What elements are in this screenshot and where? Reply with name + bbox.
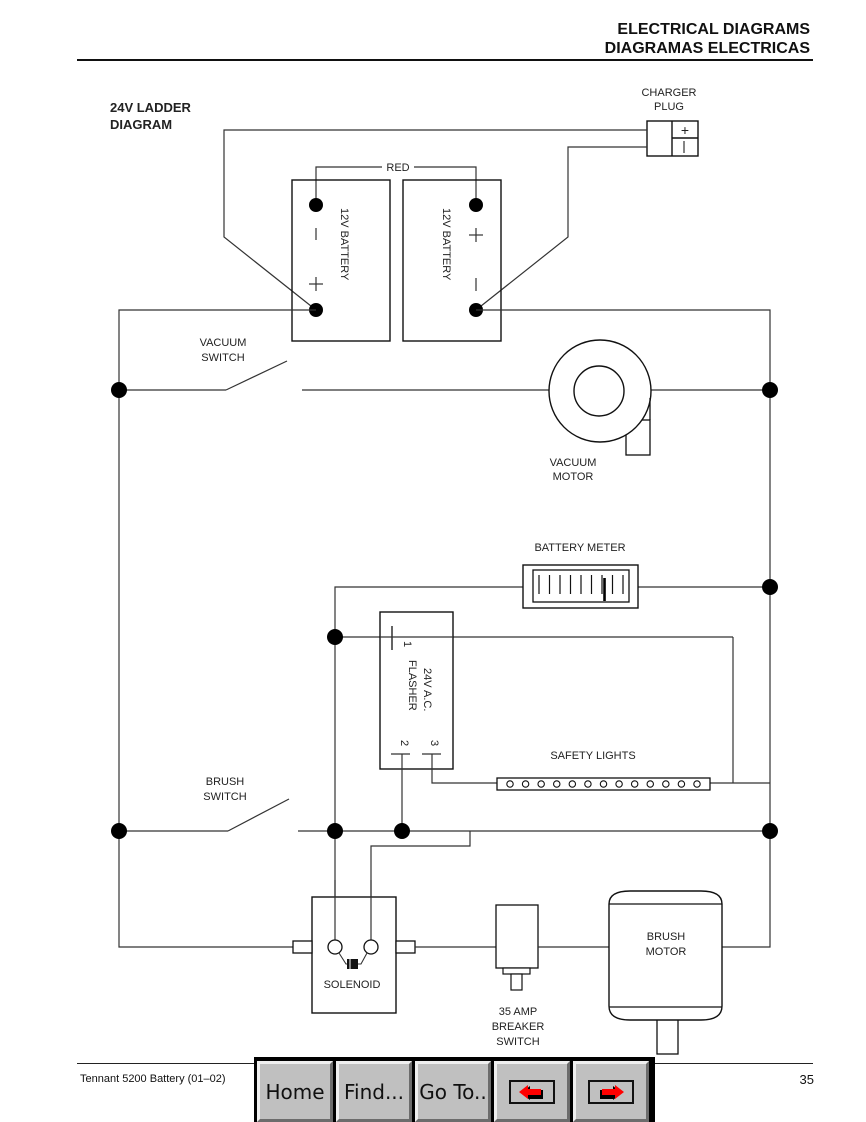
- battery-meter: [522, 564, 639, 609]
- diagram-title-line2: DIAGRAM: [110, 117, 172, 132]
- breaker-label2: BREAKER: [492, 1021, 545, 1033]
- vacuum-motor-label2: MOTOR: [553, 471, 594, 483]
- vacuum-motor: [548, 339, 652, 456]
- safety-light-bulb: [677, 780, 686, 788]
- vacuum-switch-label1: VACUUM: [200, 337, 247, 349]
- diagram-title-line1: 24V LADDER: [110, 100, 192, 115]
- header-title-es: DIAGRAMAS ELECTRICAS: [604, 40, 810, 57]
- find-button[interactable]: Find...: [336, 1061, 412, 1122]
- battery-right: 12V BATTERY: [402, 179, 502, 342]
- flasher-rung: 1 24V A.C. FLASHER 2 3 SAFETY LIGHTS: [327, 611, 770, 831]
- nav-toolbar: Home Find... Go To..: [254, 1057, 655, 1122]
- brush-switch-label2: SWITCH: [203, 791, 246, 803]
- charger-plug: CHARGER PLUG +: [641, 87, 699, 157]
- solenoid: SOLENOID: [292, 880, 496, 1014]
- safety-lights-label: SAFETY LIGHTS: [550, 750, 635, 762]
- battery-meter-rung: BATTERY METER: [334, 542, 778, 947]
- brush-motor-label2: MOTOR: [646, 946, 687, 958]
- breaker-label3: SWITCH: [496, 1036, 539, 1048]
- page-number: 35: [799, 1072, 814, 1087]
- safety-light-bulb: [599, 780, 608, 788]
- flasher-pin2: 2: [398, 740, 410, 746]
- red-wire-label: RED: [386, 162, 409, 174]
- safety-light-bulb: [662, 780, 670, 788]
- vacuum-motor-label1: VACUUM: [550, 457, 597, 469]
- safety-light-bulb: [584, 780, 592, 788]
- safety-light-bulb: [506, 780, 514, 788]
- brush-rung: BRUSH SWITCH: [111, 776, 778, 947]
- flasher: 1 24V A.C. FLASHER 2 3: [379, 611, 454, 770]
- safety-lights: [496, 777, 711, 791]
- brush-switch: [227, 798, 290, 832]
- flasher-label1: 24V A.C.: [421, 668, 433, 711]
- header-title-en: ELECTRICAL DIAGRAMS: [617, 21, 810, 38]
- flasher-pin1: 1: [401, 641, 413, 647]
- safety-light-bulb: [537, 780, 545, 788]
- brush-motor-label1: BRUSH: [647, 931, 686, 943]
- solenoid-label: SOLENOID: [324, 979, 381, 991]
- header-rule: [77, 59, 813, 61]
- goto-button[interactable]: Go To..: [415, 1061, 491, 1122]
- safety-light-bulb: [693, 780, 701, 788]
- next-page-button[interactable]: [573, 1061, 649, 1122]
- flasher-label2: FLASHER: [406, 660, 418, 711]
- vacuum-rung: VACUUM SWITCH VACUUM MOTOR: [111, 337, 778, 483]
- safety-light-bulb: [521, 780, 530, 788]
- breaker-switch: 35 AMP BREAKER SWITCH: [492, 904, 609, 1048]
- charger-plus: +: [681, 122, 689, 138]
- safety-light-bulb: [568, 780, 577, 788]
- power-rails: [118, 309, 771, 948]
- page-header: ELECTRICAL DIAGRAMS DIAGRAMAS ELECTRICAS: [605, 20, 810, 58]
- brush-motor: BRUSH MOTOR: [608, 890, 723, 1055]
- charger-wires: [223, 129, 647, 311]
- vacuum-switch: [225, 360, 288, 391]
- previous-page-button[interactable]: [494, 1061, 570, 1122]
- vacuum-switch-label2: SWITCH: [201, 352, 244, 364]
- home-button[interactable]: Home: [257, 1061, 333, 1122]
- battery-left: 12V BATTERY: [291, 179, 391, 342]
- safety-light-bulb: [615, 780, 623, 788]
- battery-meter-label: BATTERY METER: [534, 542, 625, 554]
- footer-doc-title: Tennant 5200 Battery (01–02): [80, 1073, 226, 1085]
- brush-switch-label1: BRUSH: [206, 776, 245, 788]
- charger-plug-label2: PLUG: [654, 101, 684, 113]
- safety-light-bulb: [646, 780, 654, 788]
- safety-light-bulb: [552, 780, 561, 788]
- battery-right-label: 12V BATTERY: [440, 208, 452, 281]
- charger-plug-label1: CHARGER: [641, 87, 696, 99]
- safety-light-bulb: [630, 780, 639, 788]
- right-arrow-icon: [600, 1084, 624, 1100]
- flasher-pin3: 3: [428, 740, 440, 746]
- breaker-label1: 35 AMP: [499, 1006, 538, 1018]
- left-arrow-icon: [519, 1084, 543, 1100]
- battery-left-label: 12V BATTERY: [338, 208, 350, 281]
